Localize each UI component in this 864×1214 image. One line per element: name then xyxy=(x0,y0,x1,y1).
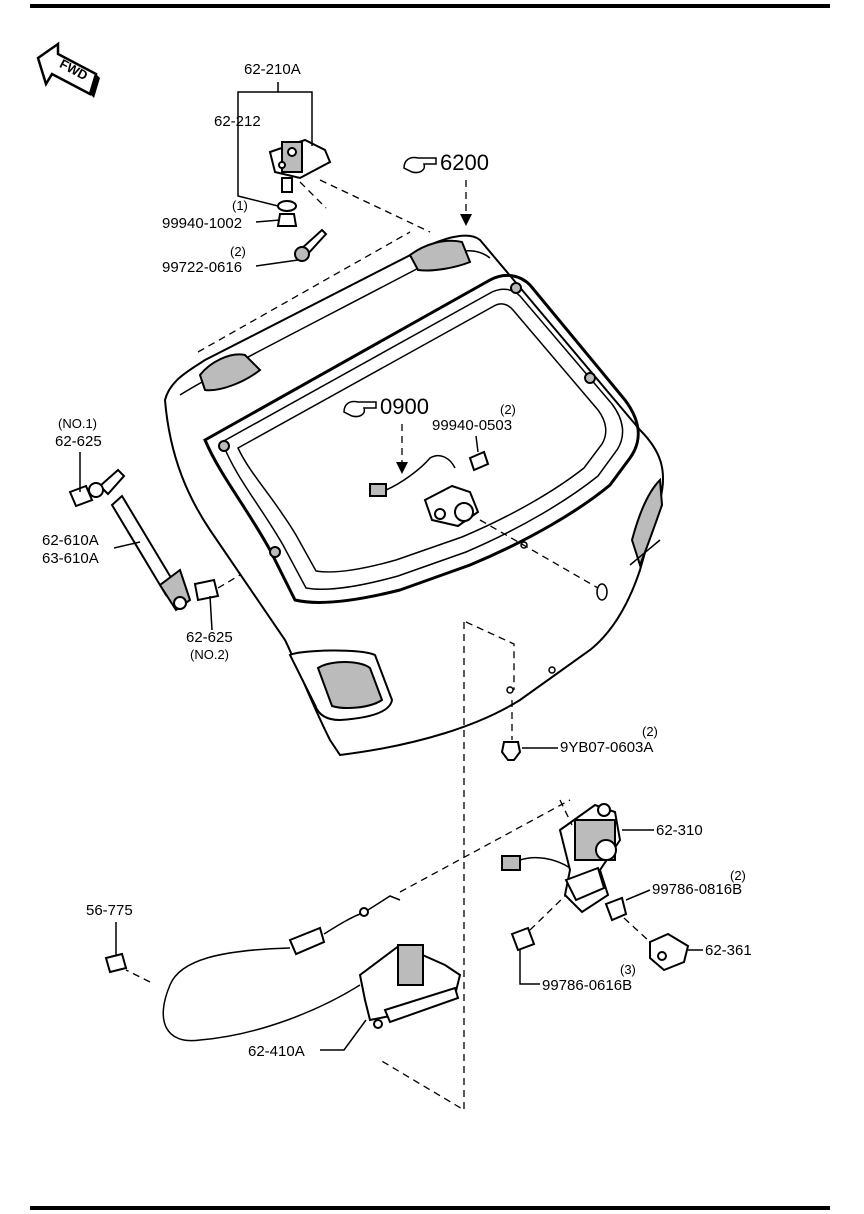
liftgate-panel xyxy=(163,234,665,757)
ball-no1-label: 62-625 xyxy=(55,433,102,450)
harness-ref-label: 0900 xyxy=(380,394,429,419)
ball-no2-tag: (NO.2) xyxy=(190,647,229,662)
harness-nut-qty-label: (2) xyxy=(500,402,516,417)
clip-part xyxy=(500,741,522,761)
bolt-label: 99722-0616 xyxy=(162,259,242,276)
fwd-arrow-icon: FWD xyxy=(36,41,100,98)
handle-label: 62-410A xyxy=(248,1043,305,1060)
pointing-hand-icon xyxy=(403,156,437,174)
stay-damper-b-label: 63-610A xyxy=(42,550,99,567)
liftgate-ref: 6200 xyxy=(403,150,489,226)
cable-clip-part xyxy=(104,952,128,974)
hinge-label: 62-212 xyxy=(214,113,261,130)
hinge-assy-label: 62-210A xyxy=(244,61,301,78)
cable-clip-label: 56-775 xyxy=(86,902,133,919)
nut-label: 99940-1002 xyxy=(162,215,242,232)
latch-bolt-label: 99786-0616B xyxy=(542,977,632,994)
clip-label: 9YB07-0603A xyxy=(560,739,653,756)
striker-bolt-label: 99786-0816B xyxy=(652,881,742,898)
clip-qty-label: (2) xyxy=(642,724,658,739)
latch-label: 62-310 xyxy=(656,822,703,839)
ball-no1-tag: (NO.1) xyxy=(58,416,97,431)
stay-damper-part xyxy=(68,468,220,631)
striker-part xyxy=(604,896,690,972)
nut-qty-label: (1) xyxy=(232,198,248,213)
striker-bolt-qty-label: (2) xyxy=(730,868,746,883)
harness-nut-label: 99940-0503 xyxy=(432,417,512,434)
hinge-part xyxy=(268,138,332,262)
stay-damper-a-label: 62-610A xyxy=(42,532,99,549)
latch-bolt-part xyxy=(510,926,536,952)
striker-label: 62-361 xyxy=(705,942,752,959)
harness-ref: 0900 xyxy=(343,394,429,474)
latch-bolt-qty-label: (3) xyxy=(620,962,636,977)
rear-camera-harness-part xyxy=(369,450,490,528)
bolt-qty-label: (2) xyxy=(230,244,246,259)
handle-part xyxy=(358,943,462,1029)
liftgate-ref-label: 6200 xyxy=(440,150,489,175)
latch-part xyxy=(501,803,622,914)
release-cable-part xyxy=(125,799,571,1042)
ball-no2-label: 62-625 xyxy=(186,629,233,646)
pointing-hand-icon-2 xyxy=(343,400,377,418)
